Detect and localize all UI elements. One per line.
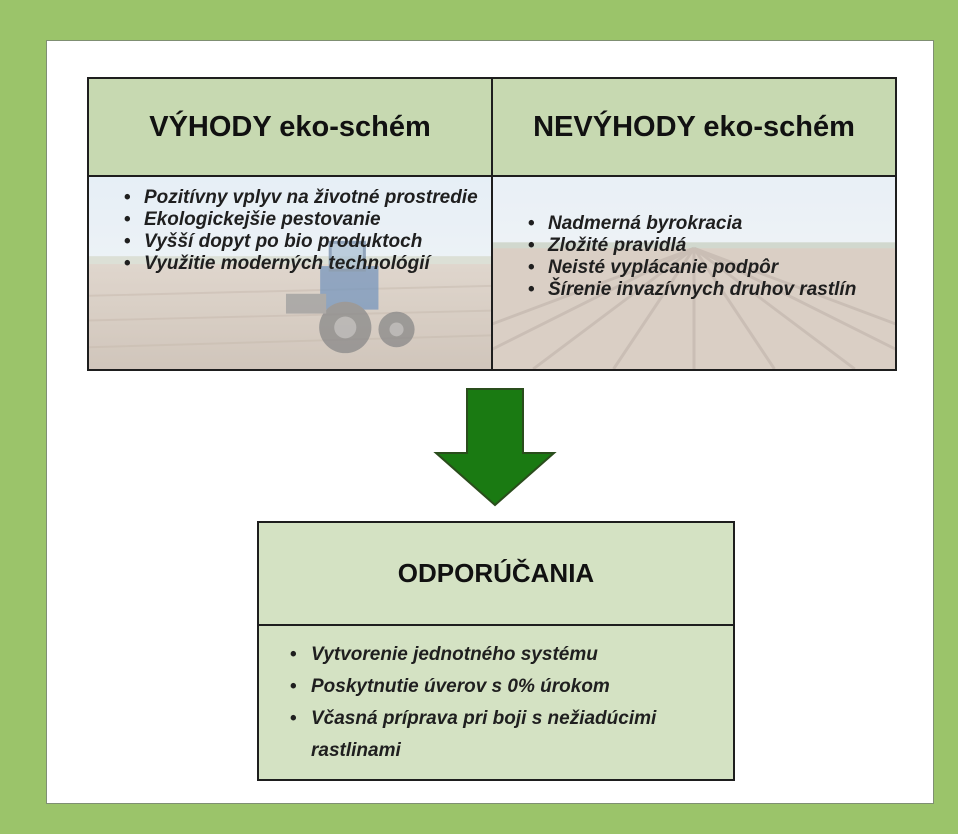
advantages-title: VÝHODY eko-schém: [89, 79, 491, 177]
list-item: Nadmerná byrokracia: [528, 213, 895, 235]
comparison-table: VÝHODY eko-schém: [87, 77, 897, 371]
list-item: Ekologickejšie pestovanie: [124, 209, 491, 231]
recommendations-list: Vytvorenie jednotného systému Poskytnuti…: [259, 626, 733, 767]
list-item: Pozitívny vplyv na životné prostredie: [124, 187, 491, 209]
list-item: Včasná príprava pri boji s nežiadúcimi r…: [290, 703, 733, 767]
disadvantages-list: Nadmerná byrokracia Zložité pravidlá Nei…: [493, 213, 895, 301]
list-item: Vytvorenie jednotného systému: [290, 639, 733, 671]
list-item: Zložité pravidlá: [528, 235, 895, 257]
advantages-body: Pozitívny vplyv na životné prostredie Ek…: [89, 177, 491, 369]
list-item: Poskytnutie úverov s 0% úrokom: [290, 671, 733, 703]
advantages-list: Pozitívny vplyv na životné prostredie Ek…: [89, 187, 491, 275]
recommendations-title: ODPORÚČANIA: [259, 523, 733, 626]
disadvantages-body: Nadmerná byrokracia Zložité pravidlá Nei…: [493, 177, 895, 369]
disadvantages-title: NEVÝHODY eko-schém: [493, 79, 895, 177]
recommendations-box: ODPORÚČANIA Vytvorenie jednotného systém…: [257, 521, 735, 781]
list-item: Neisté vyplácanie podpôr: [528, 257, 895, 279]
list-item: Šírenie invazívnych druhov rastlín: [528, 279, 895, 301]
list-item: Využitie moderných technológií: [124, 253, 491, 275]
advantages-column: VÝHODY eko-schém: [89, 79, 493, 369]
diagram-canvas: VÝHODY eko-schém: [46, 40, 934, 804]
arrow-down-icon: [433, 388, 557, 507]
disadvantages-column: NEVÝHODY eko-schém: [493, 79, 895, 369]
list-item: Vyšší dopyt po bio produktoch: [124, 231, 491, 253]
